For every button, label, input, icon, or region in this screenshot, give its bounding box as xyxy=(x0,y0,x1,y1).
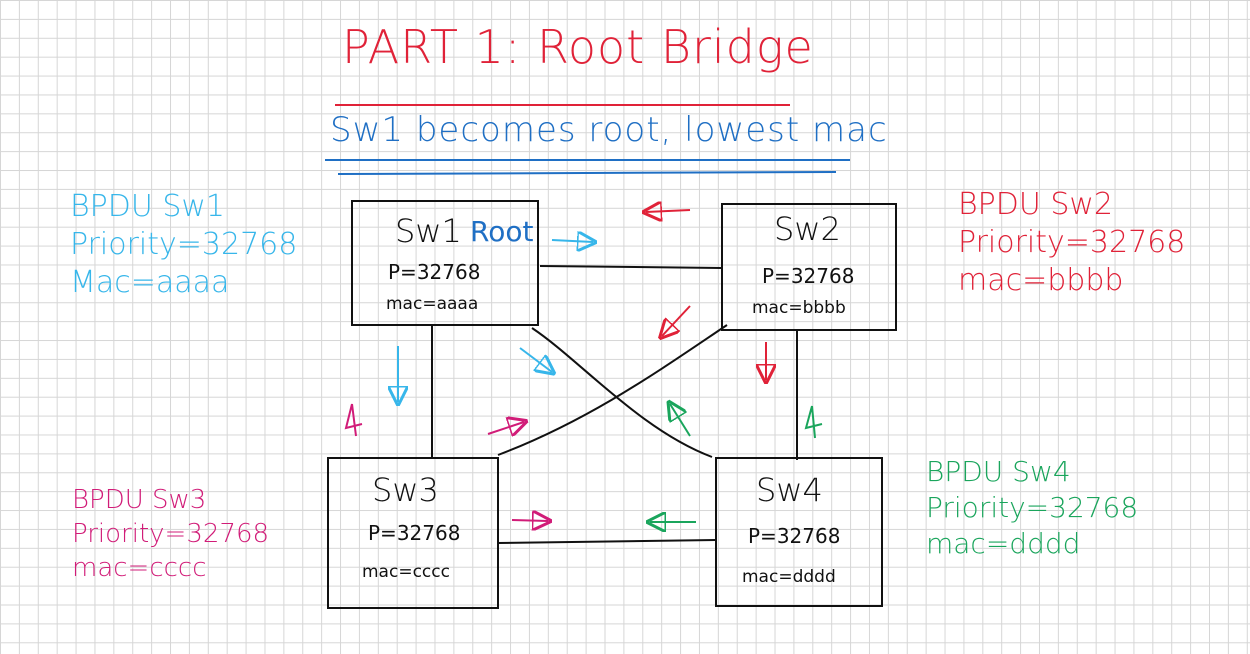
sw2-mac: mac=bbbb xyxy=(752,298,846,318)
arrow-sw3-to-sw1 xyxy=(344,403,363,437)
bpdu-sw1: BPDU Sw1 Priority=32768 Mac=aaaa xyxy=(70,192,297,306)
bpdu-sw4: BPDU Sw4 Priority=32768 mac=dddd xyxy=(926,458,1138,566)
sw2-name: Sw2 xyxy=(774,210,841,248)
bpdu-sw1-title: BPDU Sw1 xyxy=(70,189,225,224)
arrow-sw3-to-sw4 xyxy=(511,520,548,521)
bpdu-sw2-priority: Priority=32768 xyxy=(958,225,1186,260)
sw1-name: Sw1 xyxy=(395,212,462,250)
page-title: PART 1: Root Bridge xyxy=(342,20,814,74)
arrow-sw4-to-sw2 xyxy=(804,405,823,439)
bpdu-sw2: BPDU Sw2 Priority=32768 mac=bbbb xyxy=(958,190,1185,304)
bpdu-sw3-mac: mac=cccc xyxy=(72,553,207,583)
arrow-sw4-to-sw1 xyxy=(670,404,691,437)
bpdu-sw4-priority: Priority=32768 xyxy=(926,491,1139,524)
bpdu-sw1-mac: Mac=aaaa xyxy=(70,265,230,300)
bpdu-sw4-mac: mac=dddd xyxy=(926,527,1081,560)
sw4-box xyxy=(715,457,883,607)
link-sw2-sw3 xyxy=(497,324,728,456)
link-sw1-sw2 xyxy=(539,265,723,269)
sw3-priority: P=32768 xyxy=(368,521,461,545)
arrow-sw2-to-sw1 xyxy=(646,210,691,212)
sw3-box xyxy=(327,457,499,609)
sw3-name: Sw3 xyxy=(372,471,439,509)
sw2-priority: P=32768 xyxy=(762,264,855,288)
sw1-priority: P=32768 xyxy=(388,260,481,284)
bpdu-sw3: BPDU Sw3 Priority=32768 mac=cccc xyxy=(72,487,269,589)
bpdu-sw2-title: BPDU Sw2 xyxy=(958,187,1113,222)
sw1-root-tag: Root xyxy=(470,215,534,248)
sw4-priority: P=32768 xyxy=(748,524,841,548)
arrow-sw1-to-sw2 xyxy=(551,240,593,242)
subtitle: Sw1 becomes root, lowest mac xyxy=(330,110,888,150)
sw3-mac: mac=cccc xyxy=(362,562,450,582)
subtitle-underline-2 xyxy=(337,171,837,175)
sw1-box xyxy=(351,200,539,326)
link-sw1-sw4 xyxy=(531,327,713,458)
arrow-sw3-to-sw2 xyxy=(487,422,524,434)
sw4-mac: mac=dddd xyxy=(742,567,836,587)
sw4-name: Sw4 xyxy=(756,471,823,509)
sw1-mac: mac=aaaa xyxy=(386,294,479,314)
bpdu-sw2-mac: mac=bbbb xyxy=(958,263,1124,298)
bpdu-sw3-title: BPDU Sw3 xyxy=(72,485,207,515)
link-sw3-sw4 xyxy=(497,539,717,544)
arrow-sw2-to-sw3 xyxy=(662,305,691,336)
arrow-sw1-to-sw4 xyxy=(519,347,552,372)
bpdu-sw1-priority: Priority=32768 xyxy=(70,227,298,262)
bpdu-sw3-priority: Priority=32768 xyxy=(72,519,270,549)
bpdu-sw4-title: BPDU Sw4 xyxy=(926,455,1071,488)
sw2-box xyxy=(721,203,897,331)
